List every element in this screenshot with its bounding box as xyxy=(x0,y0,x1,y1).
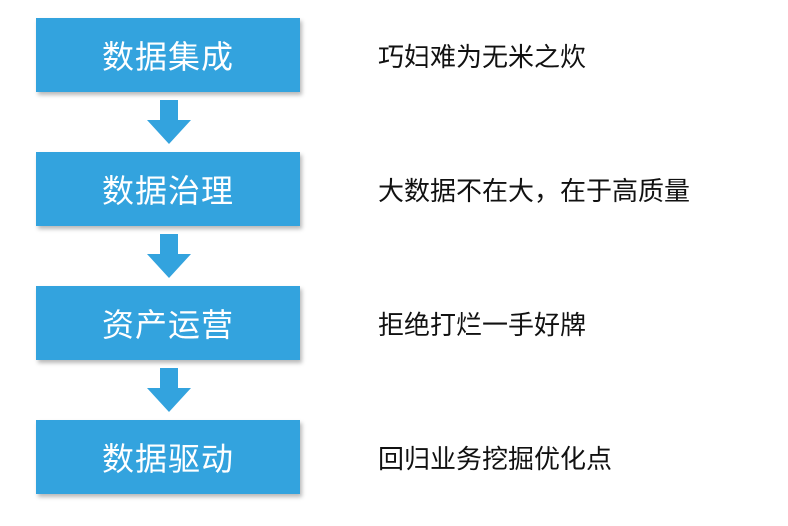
step-label: 数据治理 xyxy=(101,172,234,210)
step-label: 数据集成 xyxy=(101,38,234,76)
step-box-data-governance: 数据治理 xyxy=(36,152,300,226)
step-note-data-driven: 回归业务挖掘优化点 xyxy=(378,444,613,475)
down-arrow-icon xyxy=(147,234,191,278)
step-label: 资产运营 xyxy=(101,306,234,344)
down-arrow-icon xyxy=(147,368,191,412)
step-note-asset-operation: 拒绝打烂一手好牌 xyxy=(378,310,587,341)
down-arrow-icon xyxy=(147,100,191,144)
step-box-data-integration: 数据集成 xyxy=(36,18,300,92)
step-label: 数据驱动 xyxy=(101,440,234,478)
step-box-data-driven: 数据驱动 xyxy=(36,420,300,494)
step-note-data-integration: 巧妇难为无米之炊 xyxy=(378,42,587,73)
step-box-asset-operation: 资产运营 xyxy=(36,286,300,360)
step-note-data-governance: 大数据不在大，在于高质量 xyxy=(378,176,691,207)
